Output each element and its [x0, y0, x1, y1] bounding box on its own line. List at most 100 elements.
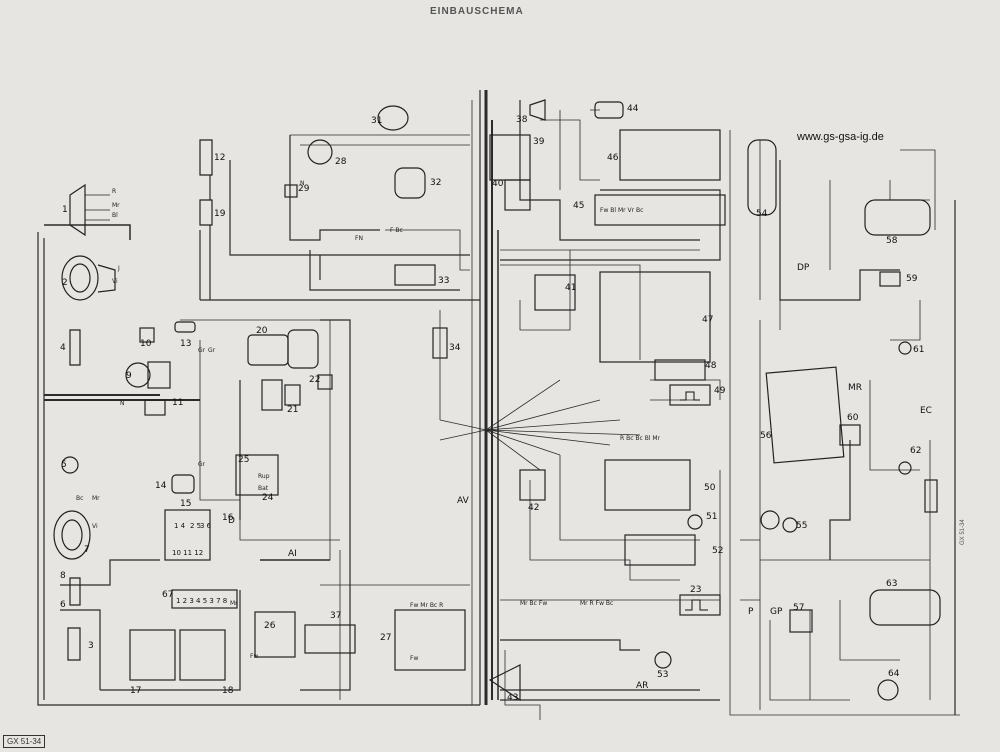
svg-text:63: 63 — [886, 579, 897, 589]
svg-text:Fw Mr Bc R: Fw Mr Bc R — [410, 602, 443, 609]
svg-text:3: 3 — [88, 641, 94, 651]
svg-text:29: 29 — [298, 184, 310, 194]
svg-text:55: 55 — [796, 521, 807, 531]
svg-text:2 5: 2 5 — [190, 522, 201, 530]
svg-text:54: 54 — [756, 209, 768, 219]
svg-text:48: 48 — [705, 361, 717, 371]
svg-text:60: 60 — [847, 413, 859, 423]
svg-text:Mr Bc Fw: Mr Bc Fw — [520, 600, 547, 607]
svg-text:Mr R Fw Bc: Mr R Fw Bc — [580, 600, 613, 607]
svg-text:23: 23 — [690, 585, 701, 595]
svg-text:64: 64 — [888, 669, 900, 679]
svg-text:1 2 3 4 5 3 7 8: 1 2 3 4 5 3 7 8 — [176, 597, 227, 605]
svg-text:F Bc: F Bc — [390, 227, 403, 234]
svg-text:Fw: Fw — [250, 653, 258, 660]
website-label: www.gs-gsa-ig.de — [797, 131, 884, 143]
svg-text:10: 10 — [140, 339, 152, 349]
svg-text:61: 61 — [913, 345, 924, 355]
svg-text:50: 50 — [704, 483, 716, 493]
svg-text:6: 6 — [60, 600, 66, 610]
svg-text:12: 12 — [214, 153, 225, 163]
svg-text:46: 46 — [607, 153, 619, 163]
svg-text:21: 21 — [287, 405, 298, 415]
svg-text:22: 22 — [309, 375, 320, 385]
svg-text:Fw: Fw — [410, 655, 418, 662]
svg-text:14: 14 — [155, 481, 167, 491]
svg-text:67: 67 — [162, 590, 173, 600]
svg-text:1: 1 — [62, 205, 68, 215]
svg-text:3 6: 3 6 — [200, 522, 212, 530]
svg-text:38: 38 — [516, 115, 528, 125]
svg-text:16: 16 — [222, 513, 234, 523]
svg-text:41: 41 — [565, 283, 576, 293]
svg-text:45: 45 — [573, 201, 584, 211]
svg-text:32: 32 — [430, 178, 441, 188]
svg-text:4: 4 — [60, 343, 66, 353]
svg-text:42: 42 — [528, 503, 539, 513]
svg-text:47: 47 — [702, 315, 713, 325]
reference-code: GX 51-34 — [3, 735, 46, 748]
svg-text:2: 2 — [62, 278, 68, 288]
svg-text:Vi: Vi — [92, 523, 98, 530]
svg-text:24: 24 — [262, 493, 274, 503]
svg-text:Vi: Vi — [112, 278, 118, 285]
svg-text:5: 5 — [61, 460, 67, 470]
svg-text:Mr: Mr — [112, 202, 120, 209]
svg-text:13: 13 — [180, 339, 191, 349]
svg-text:58: 58 — [886, 236, 898, 246]
svg-text:26: 26 — [264, 621, 276, 631]
svg-text:11: 11 — [172, 398, 183, 408]
svg-text:52: 52 — [712, 546, 723, 556]
svg-text:Gr: Gr — [208, 347, 216, 354]
svg-text:27: 27 — [380, 633, 391, 643]
svg-text:33: 33 — [438, 276, 449, 286]
svg-text:Rup: Rup — [258, 473, 270, 480]
svg-text:AI: AI — [288, 549, 297, 559]
svg-text:Bl: Bl — [112, 212, 118, 219]
svg-text:FN: FN — [355, 235, 363, 242]
svg-text:Mr: Mr — [230, 600, 238, 607]
svg-text:AR: AR — [636, 681, 648, 691]
svg-text:DP: DP — [797, 263, 810, 273]
svg-text:51: 51 — [706, 512, 717, 522]
svg-text:25: 25 — [238, 455, 249, 465]
svg-text:10 11 12: 10 11 12 — [172, 549, 203, 557]
svg-text:15: 15 — [180, 499, 191, 509]
svg-text:R Bc Bc Bl Mr: R Bc Bc Bl Mr — [620, 435, 661, 442]
svg-text:28: 28 — [335, 157, 347, 167]
svg-text:31: 31 — [371, 116, 382, 126]
svg-text:EC: EC — [920, 406, 932, 416]
svg-text:34: 34 — [449, 343, 461, 353]
svg-text:44: 44 — [627, 104, 639, 114]
svg-text:D: D — [228, 516, 235, 526]
svg-text:Gr: Gr — [198, 347, 206, 354]
svg-text:AV: AV — [457, 496, 470, 506]
svg-text:20: 20 — [256, 326, 268, 336]
svg-text:Bat: Bat — [258, 485, 269, 492]
svg-text:P: P — [748, 607, 754, 617]
svg-text:59: 59 — [906, 274, 918, 284]
svg-text:57: 57 — [793, 603, 804, 613]
page-title: EINBAUSCHEMA — [430, 6, 524, 17]
svg-text:37: 37 — [330, 611, 341, 621]
svg-text:R: R — [112, 188, 116, 195]
svg-text:MR: MR — [848, 383, 862, 393]
svg-text:56: 56 — [760, 431, 772, 441]
svg-text:7: 7 — [84, 545, 90, 555]
svg-text:N: N — [300, 180, 305, 187]
svg-text:9: 9 — [126, 371, 132, 381]
svg-text:Bc: Bc — [76, 495, 83, 502]
svg-text:39: 39 — [533, 137, 545, 147]
svg-text:GP: GP — [770, 607, 783, 617]
svg-text:53: 53 — [657, 670, 668, 680]
svg-text:19: 19 — [214, 209, 226, 219]
svg-text:J: J — [117, 265, 120, 272]
svg-text:40: 40 — [492, 179, 504, 189]
svg-text:Fw Bl Mr Vr Bc: Fw Bl Mr Vr Bc — [600, 207, 643, 214]
svg-text:17: 17 — [130, 686, 141, 696]
svg-text:1 4: 1 4 — [174, 522, 186, 530]
svg-text:Mr: Mr — [92, 495, 100, 502]
svg-text:Gr: Gr — [198, 461, 206, 468]
